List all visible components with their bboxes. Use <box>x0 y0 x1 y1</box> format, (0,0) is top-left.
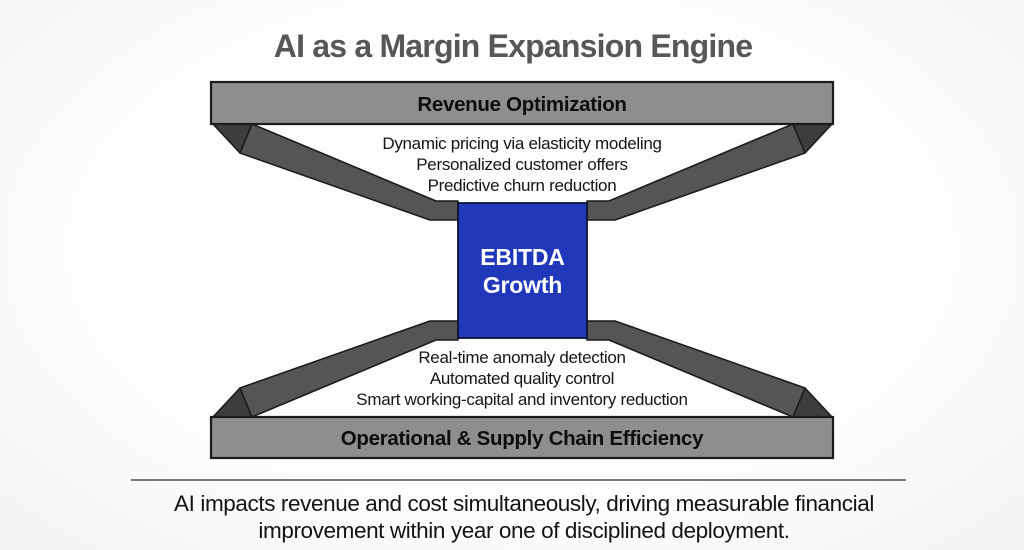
page-title: AI as a Margin Expansion Engine <box>274 28 752 64</box>
revenue-item-3: Predictive churn reduction <box>428 176 617 195</box>
revenue-item-2: Personalized customer offers <box>416 155 627 174</box>
footer-takeaway: AI impacts revenue and cost simultaneous… <box>174 491 874 543</box>
ebitda-growth-box: EBITDA Growth <box>457 202 588 339</box>
revenue-items: Dynamic pricing via elasticity modeling … <box>382 134 662 195</box>
operational-item-1: Real-time anomaly detection <box>418 348 625 367</box>
revenue-bar-shape <box>209 80 835 126</box>
operational-bar-shape <box>209 415 835 460</box>
operational-item-2: Automated quality control <box>430 369 614 388</box>
operational-bar-label: Operational & Supply Chain Efficiency <box>341 427 704 450</box>
ebitda-label-line1: EBITDA <box>480 244 564 270</box>
revenue-bar-label: Revenue Optimization <box>417 93 626 116</box>
ebitda-label-line2: Growth <box>483 272 562 298</box>
operational-items: Real-time anomaly detection Automated qu… <box>356 348 688 409</box>
revenue-optimization-bar: Revenue Optimization <box>209 80 835 126</box>
revenue-item-1: Dynamic pricing via elasticity modeling <box>382 134 661 153</box>
footer-line-2: improvement within year one of disciplin… <box>258 518 789 543</box>
operational-item-3: Smart working-capital and inventory redu… <box>356 390 687 409</box>
footer-line-1: AI impacts revenue and cost simultaneous… <box>174 491 874 516</box>
operational-bar: Operational & Supply Chain Efficiency <box>209 415 835 460</box>
ebitda-box-shape <box>457 202 588 339</box>
